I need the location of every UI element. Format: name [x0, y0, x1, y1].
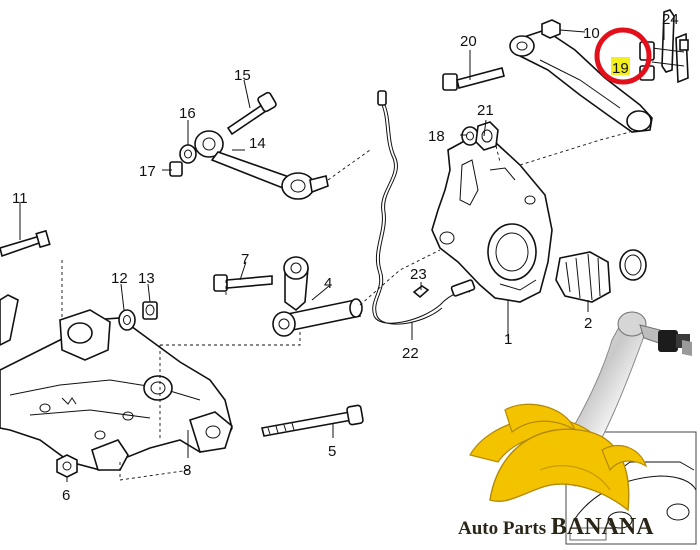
callout-6: 6 — [62, 487, 70, 504]
callout-14: 14 — [249, 135, 266, 152]
callout-16: 16 — [179, 105, 196, 122]
clamp-24 — [651, 9, 689, 84]
callout-8: 8 — [183, 462, 191, 479]
callout-4: 4 — [324, 275, 332, 292]
brand-prefix: Auto Parts — [458, 518, 551, 539]
callout-17: 17 — [139, 163, 156, 180]
callout-22: 22 — [402, 345, 419, 362]
abs-sensor-wire-22 — [372, 90, 476, 325]
highlight-19: 19 — [594, 27, 652, 85]
callout-5: 5 — [328, 443, 336, 460]
leader-lines — [19, 22, 665, 482]
bolt-5 — [261, 404, 364, 437]
callout-10: 10 — [583, 25, 600, 42]
callout-1: 1 — [504, 331, 512, 348]
callout-7: 7 — [241, 251, 249, 268]
nut-10 — [541, 19, 561, 39]
callout-19: 19 — [612, 60, 629, 77]
wheel-bearing-2 — [555, 249, 647, 303]
bush-21 — [475, 121, 499, 151]
washer-16 — [179, 144, 197, 164]
callout-13: 13 — [138, 270, 155, 287]
bolt-11 — [0, 229, 51, 258]
upper-wishbone — [509, 29, 653, 133]
washer-12 — [118, 309, 136, 331]
callout-12: 12 — [111, 270, 128, 287]
banana-logo: Auto Parts BANANA — [458, 403, 654, 540]
nut-6 — [56, 454, 78, 478]
callout-2: 2 — [584, 315, 592, 332]
bolt-7 — [213, 274, 273, 292]
bolt-20 — [442, 67, 505, 91]
callout-21: 21 — [477, 102, 494, 119]
brand-name: BANANA — [551, 514, 654, 540]
callout-labels: 1 2 4 5 6 7 8 10 11 12 13 14 15 16 17 18… — [12, 11, 679, 504]
callout-23: 23 — [410, 266, 427, 283]
callout-24: 24 — [662, 11, 679, 28]
callout-20: 20 — [460, 33, 477, 50]
callout-15: 15 — [234, 67, 251, 84]
highlight-label-bg — [611, 57, 630, 75]
callout-11: 11 — [12, 190, 28, 207]
rear-subframe — [0, 294, 233, 471]
wheel-carrier-1 — [431, 137, 553, 303]
highlight-ring — [594, 27, 652, 85]
screw-23 — [412, 285, 430, 299]
connecting-rod-4 — [272, 256, 363, 337]
bolt-15 — [226, 91, 277, 136]
control-link-14 — [194, 130, 329, 200]
brand-text: Auto Parts BANANA — [458, 514, 654, 540]
nut-13 — [142, 301, 158, 320]
callout-18: 18 — [428, 128, 445, 145]
nut-17 — [169, 161, 183, 177]
